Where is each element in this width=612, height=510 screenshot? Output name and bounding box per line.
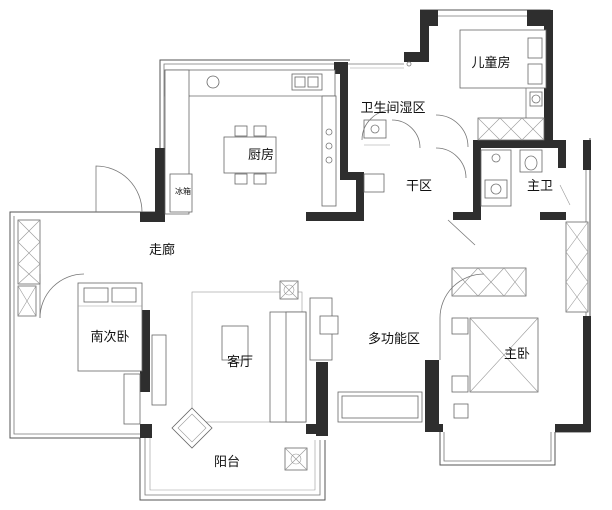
kids-room (435, 15, 547, 148)
label-balcony: 阳台 (214, 455, 240, 470)
label-living-room: 客厅 (227, 354, 253, 370)
label-master-bath: 主卫 (527, 179, 553, 194)
label-wet-zone: 卫生间湿区 (360, 101, 425, 116)
label-dry-zone: 干区 (406, 179, 432, 194)
dry-zone (435, 147, 467, 179)
master-bath (480, 149, 571, 207)
second-bedroom (17, 219, 143, 425)
label-corridor: 走廊 (149, 242, 175, 258)
label-multi-function: 多功能区 (368, 331, 420, 347)
corridor (95, 165, 476, 246)
balcony (284, 447, 308, 471)
wet-zone (361, 61, 421, 193)
living-room (151, 280, 339, 449)
kitchen (164, 63, 404, 215)
multi-function-area (337, 391, 423, 423)
label-second-bedroom: 南次卧 (90, 329, 129, 345)
label-kitchen: 厨房 (248, 147, 274, 163)
master-bedroom (439, 221, 589, 419)
label-master-bedroom: 主卧 (504, 347, 530, 362)
walls (140, 10, 591, 438)
label-kids-room: 儿童房 (471, 55, 510, 71)
label-fridge: 冰箱 (175, 186, 191, 196)
